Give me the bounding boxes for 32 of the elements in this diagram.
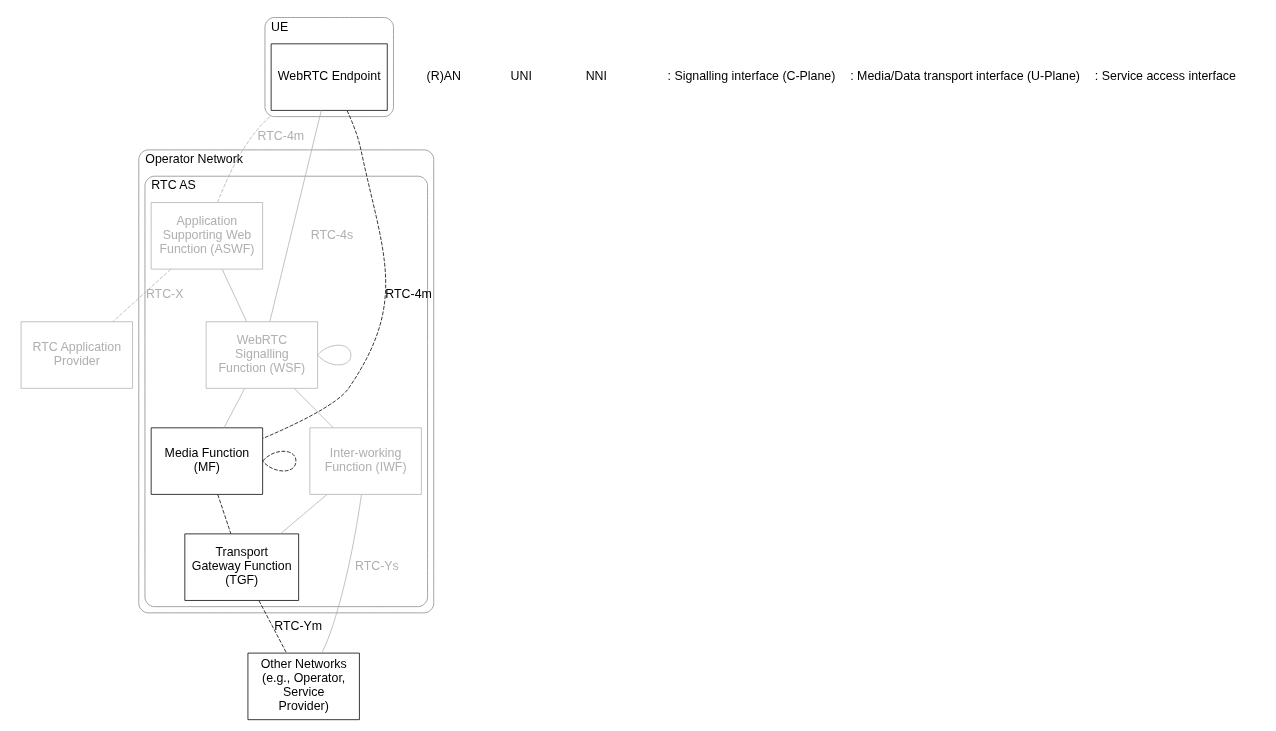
connector xyxy=(293,388,334,429)
connector xyxy=(316,344,351,366)
edge-label: RTC-4s xyxy=(310,227,353,242)
legend-label: : Media/Data transport interface (U-Plane) xyxy=(849,69,1080,84)
connector xyxy=(321,494,362,654)
connector xyxy=(261,450,296,472)
edge-label: RTC-X xyxy=(145,287,183,302)
node-box: Application Supporting Web Function (ASWF) xyxy=(150,202,263,270)
connector xyxy=(216,494,231,535)
legend-label: : Service access interface xyxy=(1094,69,1236,84)
connector xyxy=(258,600,287,654)
connector xyxy=(279,494,327,535)
connector xyxy=(221,269,247,323)
edge-label: RTC-4m xyxy=(257,128,304,143)
node-box: Media Function (MF) xyxy=(150,427,263,495)
node-box: RTC Application Provider xyxy=(20,321,133,389)
node-box: Inter-working Function (IWF) xyxy=(308,427,422,495)
legend-label: : Signalling interface (C-Plane) xyxy=(667,69,835,84)
node-box: WebRTC Endpoint xyxy=(270,43,388,111)
edge-label: RTC-Ym xyxy=(273,618,322,633)
connector xyxy=(268,110,322,323)
label: UNI xyxy=(510,69,532,84)
node-box: WebRTC Signalling Function (WSF) xyxy=(205,321,318,389)
node-box: Transport Gateway Function (TGF) xyxy=(183,533,299,601)
connector xyxy=(262,110,386,439)
edge-label: RTC-Ys xyxy=(354,559,399,574)
connector xyxy=(216,116,270,203)
connector xyxy=(223,388,245,429)
label: (R)AN xyxy=(426,69,461,84)
node-box: Other Networks (e.g., Operator, Service Provider) xyxy=(247,652,360,721)
label: NNI xyxy=(585,69,607,84)
connector xyxy=(112,269,171,323)
